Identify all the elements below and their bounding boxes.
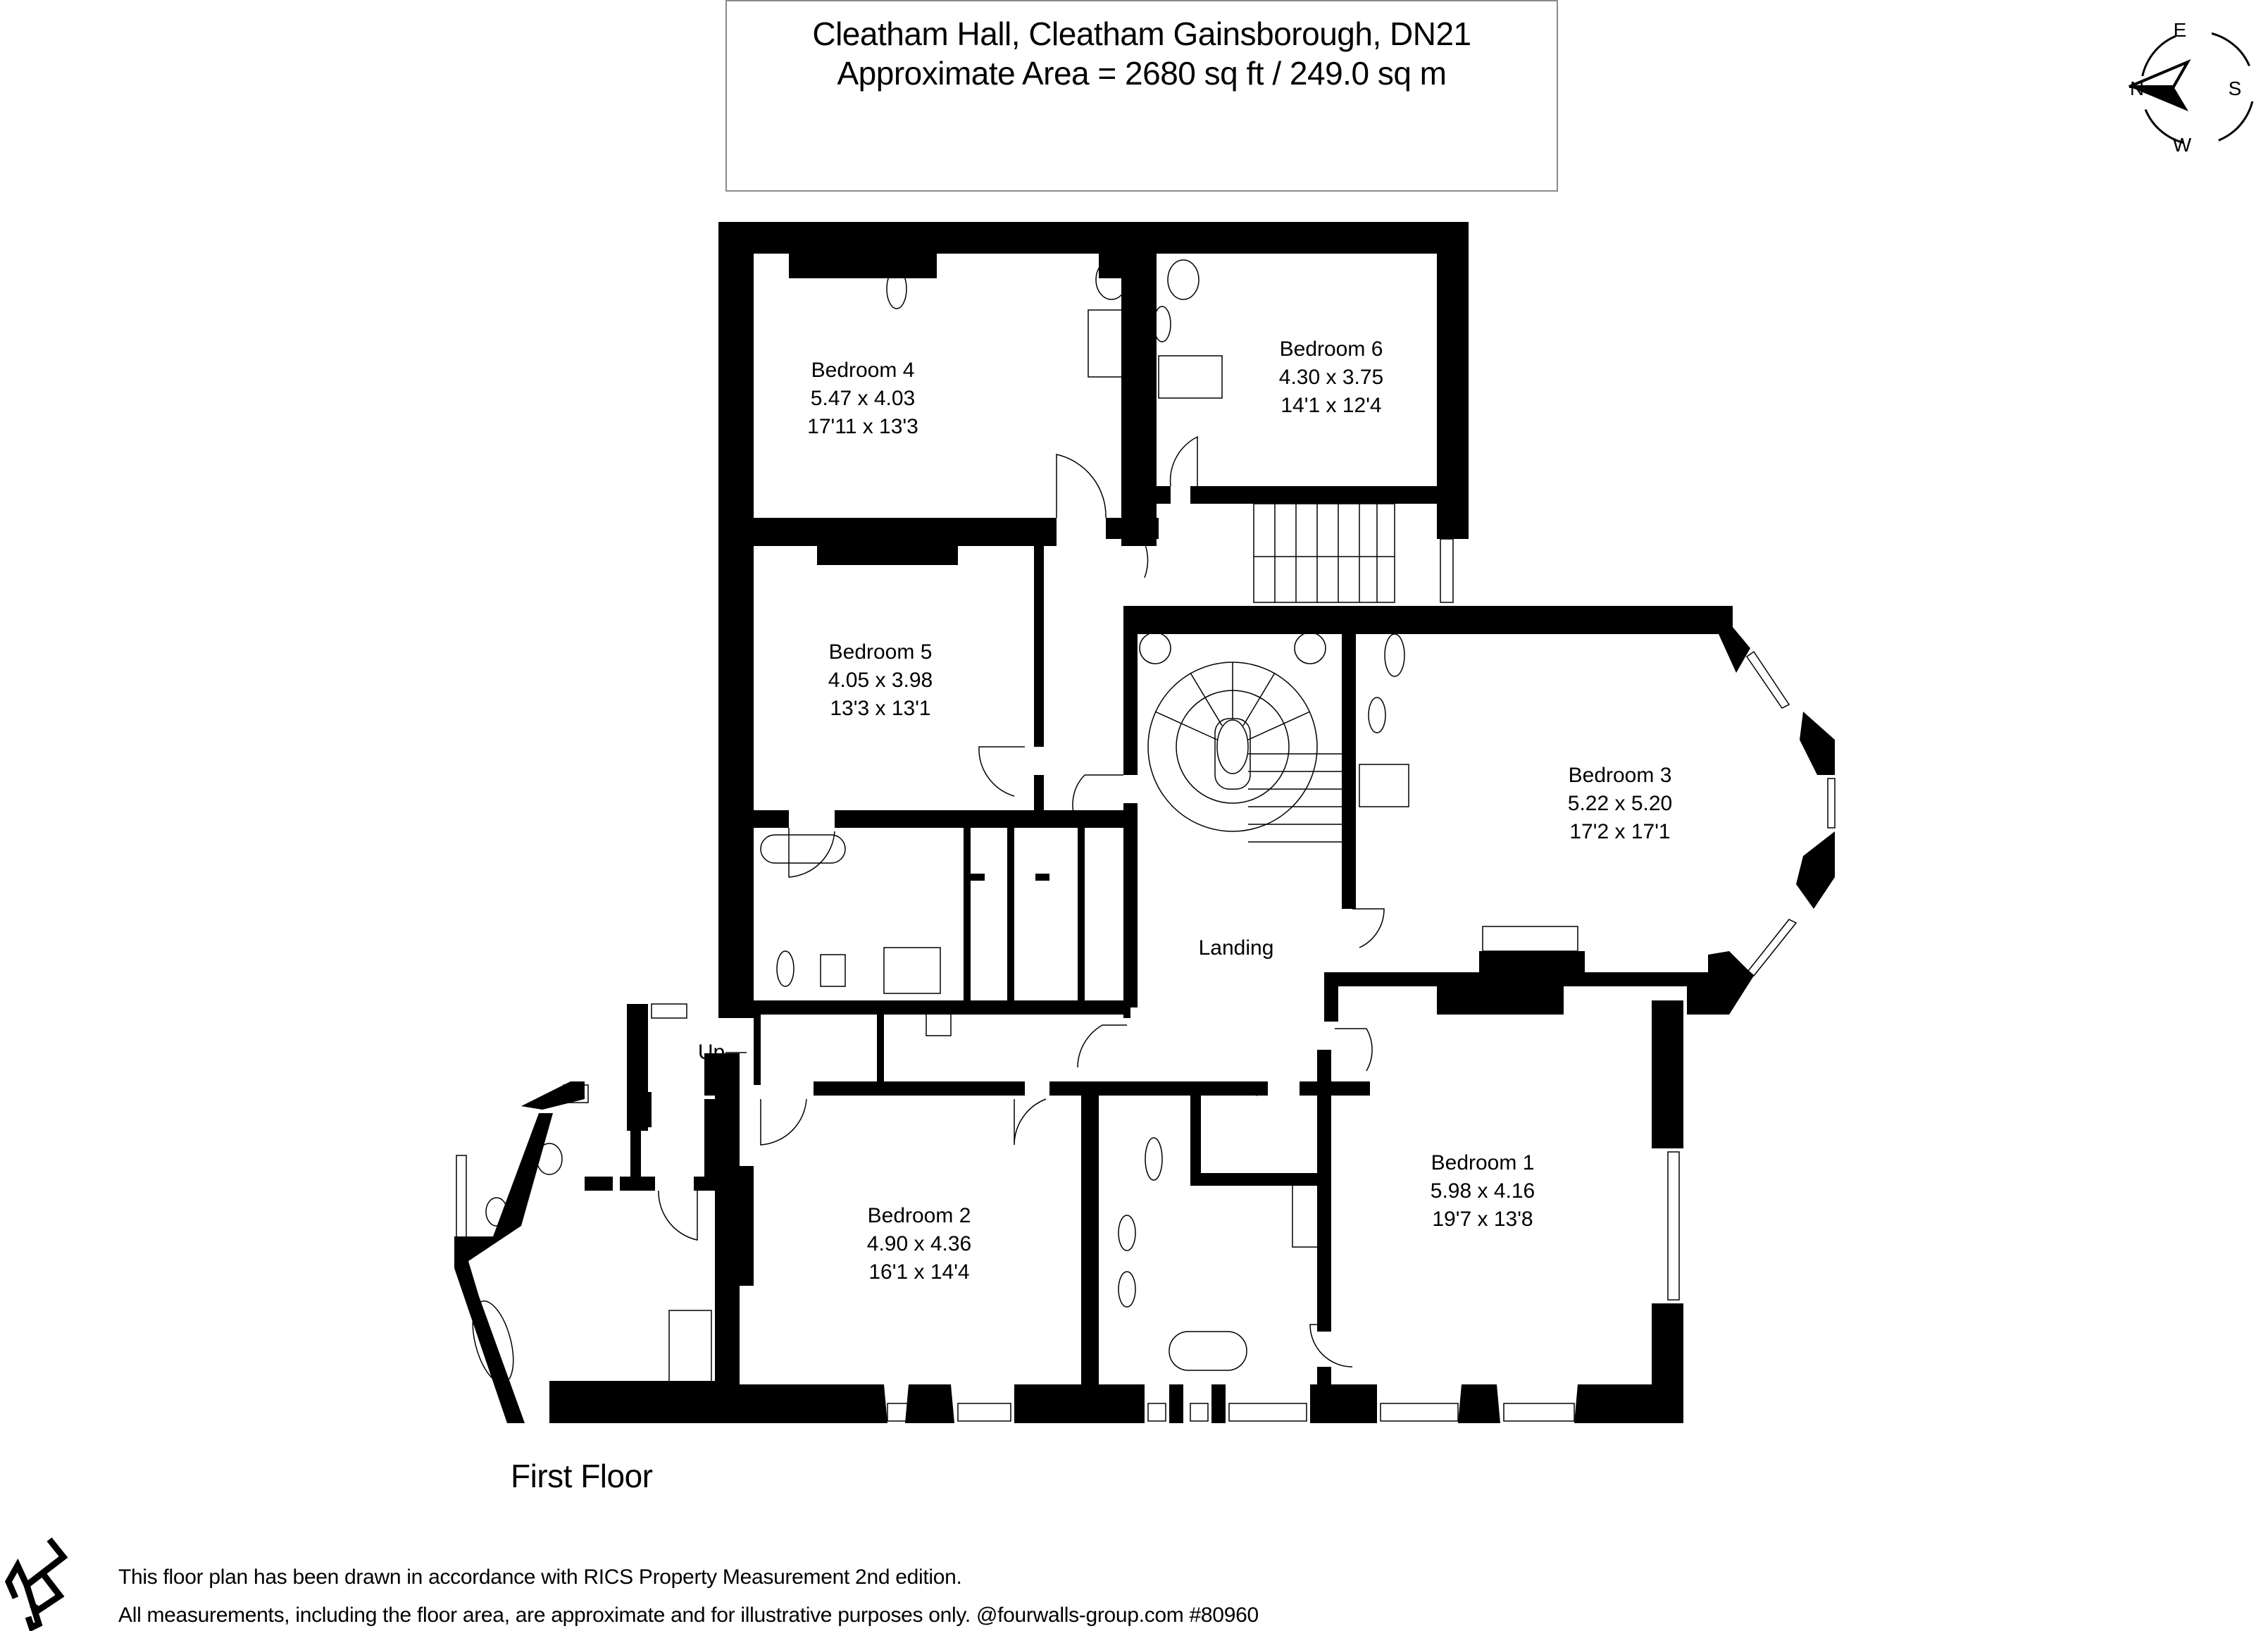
sink-icon	[820, 954, 846, 987]
toilet-icon	[1384, 633, 1405, 677]
sink-icon	[1368, 697, 1386, 733]
shower-tray-icon	[1158, 355, 1223, 399]
title-box: Cleatham Hall, Cleatham Gainsborough, DN…	[725, 0, 1558, 192]
fireplace-icon	[1482, 926, 1578, 952]
room-name: Bedroom 1	[1431, 1151, 1535, 1174]
room-name: Bedroom 4	[811, 359, 915, 382]
room-metric-size: 4.90 x 4.36	[867, 1232, 971, 1255]
room-bedroom-1: Bedroom 1 5.98 x 4.16 19'7 x 13'8	[1431, 1151, 1535, 1231]
windows	[456, 223, 1836, 1422]
stairs-up-label: Up	[698, 1041, 725, 1064]
room-name: Landing	[1199, 936, 1274, 960]
compass: E N S W	[2127, 15, 2264, 162]
room-imperial-size: 13'3 x 13'1	[830, 697, 930, 720]
toilet-icon	[1167, 259, 1200, 300]
room-bedroom-2: Bedroom 2 4.90 x 4.36 16'1 x 14'4	[867, 1204, 971, 1284]
shower-tray-icon	[668, 1310, 712, 1396]
shower-tray-icon	[1088, 309, 1123, 378]
room-imperial-size: 14'1 x 12'4	[1281, 394, 1381, 417]
sink-icon	[1118, 1215, 1136, 1251]
fourwalls-logo-icon	[4, 1537, 68, 1631]
compass-west: W	[2173, 134, 2192, 156]
bathtub-icon	[472, 1300, 514, 1384]
bathtub-icon	[760, 834, 846, 864]
straight-staircase	[1253, 503, 1395, 603]
room-bedroom-3: Bedroom 3 5.22 x 5.20 17'2 x 17'1	[1568, 764, 1672, 843]
disclaimer-rics: This floor plan has been drawn in accord…	[118, 1565, 962, 1589]
room-bedroom-5: Bedroom 5 4.05 x 3.98 13'3 x 13'1	[828, 640, 933, 720]
bathroom-fixtures	[472, 259, 1578, 1396]
spiral-staircase	[1139, 632, 1342, 843]
room-imperial-size: 19'7 x 13'8	[1432, 1208, 1533, 1231]
room-metric-size: 5.22 x 5.20	[1568, 792, 1672, 815]
compass-arrow-icon	[2129, 58, 2191, 111]
doors	[658, 435, 1385, 1368]
disclaimer-measurements: All measurements, including the floor ar…	[118, 1604, 1259, 1627]
toilet-icon	[1145, 1137, 1163, 1181]
compass-north: N	[2130, 77, 2144, 99]
compass-east: E	[2174, 19, 2187, 41]
room-bedroom-4: Bedroom 4 5.47 x 4.03 17'11 x 13'3	[807, 359, 918, 438]
shower-tray-icon	[883, 947, 941, 994]
room-name: Bedroom 2	[868, 1204, 971, 1227]
sink-icon	[886, 268, 907, 309]
toilet-icon	[1095, 259, 1128, 300]
compass-south: S	[2229, 77, 2242, 99]
room-bedroom-6: Bedroom 6 4.30 x 3.75 14'1 x 12'4	[1279, 337, 1383, 417]
property-address: Cleatham Hall, Cleatham Gainsborough, DN…	[812, 15, 1471, 52]
stairs-up-marker: Up	[698, 1041, 747, 1064]
room-name: Bedroom 6	[1280, 337, 1383, 361]
approximate-area: Approximate Area = 2680 sq ft / 249.0 sq…	[837, 55, 1447, 92]
walls	[454, 222, 1835, 1423]
sink-icon	[1153, 306, 1171, 342]
toilet-icon	[536, 1143, 563, 1175]
bathtub-icon	[1169, 1331, 1247, 1371]
room-metric-size: 4.30 x 3.75	[1279, 366, 1383, 389]
sink-icon	[485, 1197, 508, 1227]
room-imperial-size: 17'2 x 17'1	[1569, 820, 1670, 843]
room-metric-size: 5.47 x 4.03	[811, 387, 915, 410]
room-metric-size: 4.05 x 3.98	[828, 669, 933, 692]
room-name: Bedroom 3	[1569, 764, 1672, 787]
shower-tray-icon	[1292, 1176, 1321, 1248]
shower-tray-icon	[1359, 764, 1409, 807]
room-landing: Landing	[1199, 936, 1274, 960]
room-metric-size: 5.98 x 4.16	[1431, 1179, 1535, 1203]
floor-label: First Floor	[511, 1458, 653, 1494]
room-name: Bedroom 5	[829, 640, 933, 664]
room-imperial-size: 16'1 x 14'4	[868, 1260, 969, 1284]
toilet-icon	[776, 950, 795, 987]
room-imperial-size: 17'11 x 13'3	[807, 415, 918, 438]
cupboard-icon	[926, 1007, 952, 1036]
sink-icon	[1118, 1271, 1136, 1308]
